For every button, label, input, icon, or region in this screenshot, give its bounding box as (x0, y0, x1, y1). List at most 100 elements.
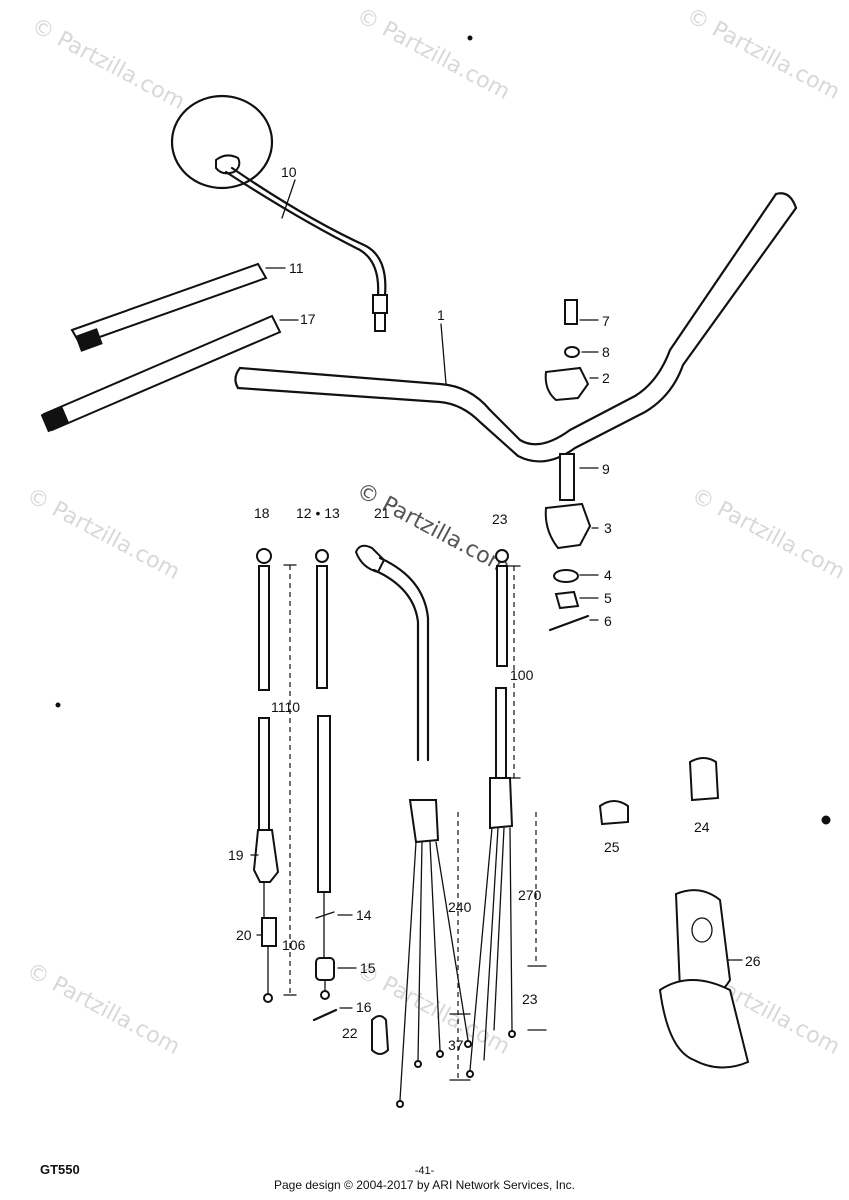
clamp-assembly: 7 8 2 9 3 4 5 6 (544, 299, 612, 632)
label-part-25: 25 (604, 839, 620, 855)
speck (55, 702, 61, 708)
dim-label-106: 106 (282, 937, 306, 953)
cable-21-junction (408, 799, 440, 844)
label-part-18: 18 (254, 505, 270, 521)
page-credit: Page design © 2004-2017 by ARI Network S… (273, 1178, 575, 1192)
page-number: -41- (414, 1165, 435, 1177)
handlebar-bottom-edge (236, 206, 798, 463)
cable-21-tip (396, 1100, 404, 1108)
cable-21-tip (414, 1060, 422, 1068)
cable-23-mid (495, 687, 507, 779)
bracket-26-hole (691, 917, 713, 943)
cable-18-nipple (256, 548, 272, 564)
cable-12-clip-14 (315, 911, 335, 919)
label-part-8: 8 (602, 344, 610, 360)
label-part-24: 24 (694, 819, 710, 835)
label-part-20: 20 (236, 927, 252, 943)
label-part-17: 17 (300, 311, 316, 327)
pin-16 (312, 1008, 338, 1022)
adjuster-19 (252, 829, 280, 883)
mirror-thread-base (372, 294, 388, 314)
dim-label-270: 270 (518, 887, 542, 903)
cable-21-tip (436, 1050, 444, 1058)
label-part-16: 16 (356, 999, 372, 1015)
adjuster-15 (315, 957, 335, 981)
label-part-7: 7 (602, 313, 610, 329)
cable-23-nipple (495, 549, 509, 563)
label-part-1: 1 (437, 307, 445, 323)
watermark: © Partzilla.com (352, 3, 514, 105)
cable-23-junction (489, 777, 514, 830)
cotter-pin-6 (548, 614, 590, 632)
adjuster-20 (261, 917, 277, 947)
watermark: © Partzilla.com (27, 13, 189, 115)
cable-23-upper (496, 565, 508, 667)
grip-17-end (40, 405, 70, 433)
label-part-10: 10 (281, 164, 297, 180)
label-part-2: 2 (602, 370, 610, 386)
clip-24: 24 (688, 757, 720, 835)
label-part-4: 4 (604, 567, 612, 583)
label-part-9: 9 (602, 461, 610, 477)
label-part-15: 15 (360, 960, 376, 976)
bracket-26-clamp (658, 979, 750, 1069)
cable-23: 23 100 240 270 23 37 (448, 511, 547, 1081)
watermark: © Partzilla.com (682, 3, 844, 105)
label-part-19: 19 (228, 847, 244, 863)
label-part-23: 23 (492, 511, 508, 527)
cable-21-branch-d (435, 841, 469, 1041)
handlebar-top-edge (238, 192, 778, 446)
cable-23-branch-b (483, 827, 499, 1061)
cable-21-tip (464, 1040, 472, 1048)
label-part-12-13: 12 • 13 (296, 505, 340, 521)
cable-12-nipple (315, 549, 329, 563)
watermarks: © Partzilla.com © Partzilla.com © Partzi… (22, 3, 849, 1060)
nut-5 (554, 590, 580, 610)
clamp-25-body (598, 800, 629, 826)
cable-23-tip (508, 1030, 516, 1038)
handlebar-left-end (234, 366, 242, 390)
dim-label-23: 23 (522, 991, 538, 1007)
cable-21-outer-a (378, 556, 430, 762)
cable-23-branch-a (469, 827, 493, 1071)
cable-12-upper (316, 565, 328, 689)
leader-1 (440, 323, 447, 385)
cable-12-13: 12 • 13 14 15 16 (296, 505, 376, 1022)
watermark: © Partzilla.com (687, 483, 849, 585)
handlebar-right-end (774, 192, 798, 210)
cable-18-lower (258, 717, 270, 834)
grip-parts: 11 17 (40, 260, 316, 433)
label-part-5: 5 (604, 590, 612, 606)
dim-label-240: 240 (448, 899, 472, 915)
cable-21-branch-c (429, 841, 441, 1051)
washer-8 (564, 346, 580, 358)
stud-9 (559, 453, 575, 501)
cable-12-lower (317, 715, 331, 893)
mirror-part: 10 (170, 94, 388, 332)
cable-21-branch-b (417, 841, 423, 1061)
bracket-26: 26 (658, 889, 761, 1069)
speck (467, 35, 473, 41)
label-part-11: 11 (289, 260, 304, 276)
speck (821, 815, 831, 825)
washer-4 (553, 569, 579, 583)
label-part-26: 26 (745, 953, 761, 969)
dim-label-100: 100 (510, 667, 534, 683)
cable-21-branch-a (399, 841, 417, 1101)
watermark: © Partzilla.com (22, 483, 184, 585)
model-label: GT550 (40, 1162, 80, 1177)
mirror-head (170, 94, 274, 190)
mirror-thread (374, 312, 386, 332)
cable-18-upper (258, 565, 270, 691)
label-part-14: 14 (356, 907, 372, 923)
cable-21: 21 (354, 505, 472, 1108)
cable-18: 18 19 20 1110 106 (228, 505, 306, 1003)
cable-23-tip (466, 1070, 474, 1078)
mirror-stem-edge (230, 166, 387, 297)
clamp-25: 25 (598, 800, 629, 855)
grip-11-end (75, 328, 103, 352)
boot-22: 22 (342, 1015, 390, 1055)
label-part-6: 6 (604, 613, 612, 629)
dim-label-37: 37 (448, 1037, 464, 1053)
